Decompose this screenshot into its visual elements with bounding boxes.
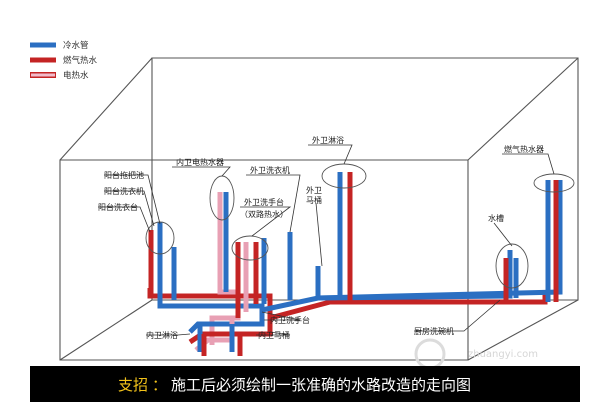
label-outer-bath-wash-basin-note: （双路热水） [240, 209, 288, 219]
watermark-text: zhuangyi.com [468, 349, 538, 360]
legend-label-cold: 冷水管 [63, 40, 89, 51]
label-balcony-wash-basin: 阳台洗衣台 [98, 202, 138, 212]
label-kitchen-dishwasher: 厨房洗碗机 [414, 326, 454, 336]
leaders [98, 144, 555, 336]
pipe-network [147, 172, 563, 356]
label-outer-bath-wash-basin: 外卫洗手台 [244, 197, 284, 207]
label-gas-water-heater: 燃气热水器 [504, 144, 544, 154]
label-balcony-washer: 阳台洗衣机 [104, 186, 144, 196]
legend-label-gas-hot: 燃气热水 [63, 55, 98, 66]
label-balcony-mop-pool: 阳台拖把池 [104, 170, 144, 180]
label-inner-bath-shower: 内卫淋浴 [146, 330, 178, 340]
caption-separator: ： [152, 375, 168, 394]
legend: 冷水管 燃气热水 电热水 [30, 40, 98, 81]
label-inner-bath-toilet: 内卫马桶 [258, 330, 290, 340]
label-kitchen-sink: 水槽 [488, 213, 504, 223]
caption-text: 施工后必须绘制一张准确的水路改造的走向图 [171, 375, 472, 394]
watermark: zhuangyi.com [414, 338, 538, 370]
caption-lead: 支招 [118, 375, 149, 394]
legend-label-electric-hot: 电热水 [63, 70, 89, 81]
label-outer-bath-washer: 外卫洗衣机 [250, 165, 290, 175]
cold-right-run [317, 250, 513, 301]
fixture-labels: 阳台拖把池 阳台洗衣机 阳台洗衣台 内卫电热水器 外卫洗衣机 外卫洗手台 （双路… [98, 135, 544, 340]
label-inner-bath-wash-basin: 内卫洗手台 [270, 315, 310, 325]
label-outer-bath-shower: 外卫淋浴 [312, 135, 344, 145]
caption-bar: 支招 ： 施工后必须绘制一张准确的水路改造的走向图 [30, 366, 580, 402]
label-outer-bath-toilet-b: 马桶 [306, 195, 322, 205]
label-inner-bath-water-heater: 内卫电热水器 [176, 157, 224, 167]
label-outer-bath-toilet-a: 外卫 [306, 185, 322, 195]
